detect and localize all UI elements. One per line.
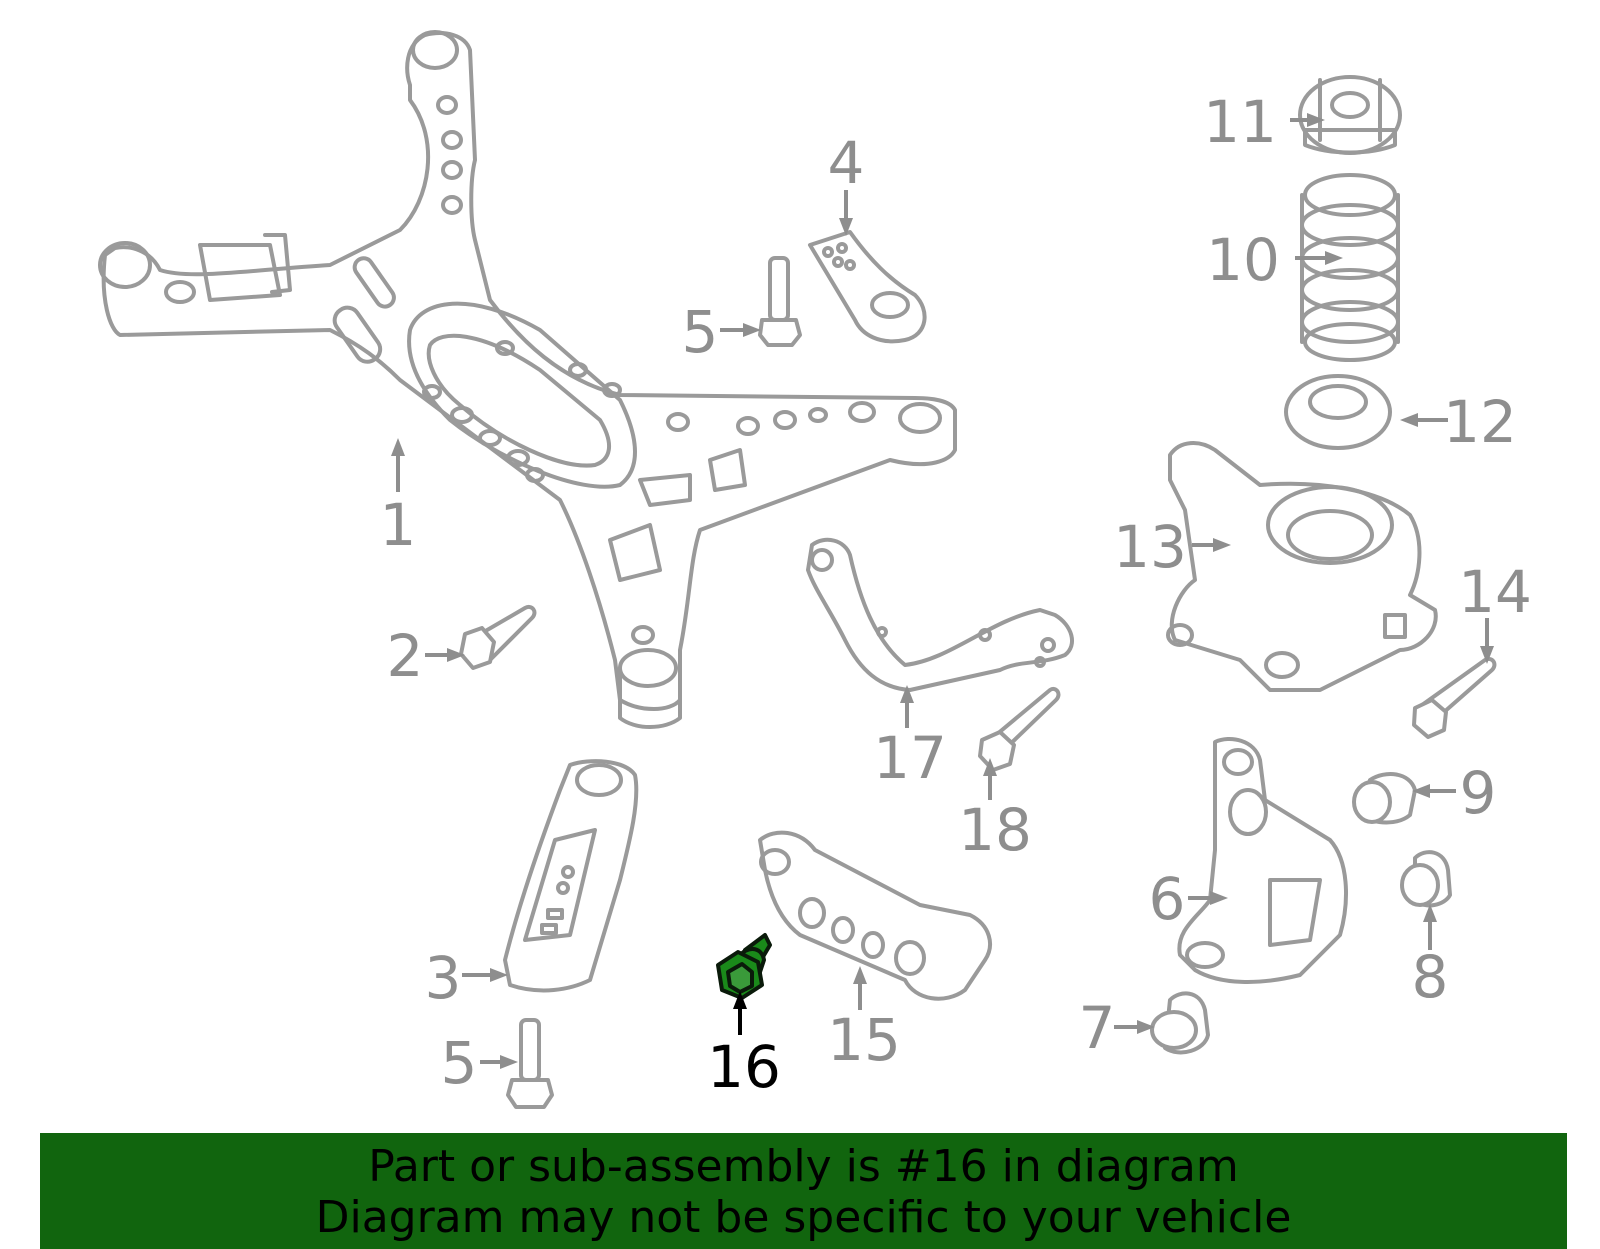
callout-15: 15 bbox=[827, 966, 901, 1074]
part-12-insulator bbox=[1284, 374, 1392, 450]
callout-label-12: 12 bbox=[1443, 388, 1517, 456]
info-banner: Part or sub-assembly is #16 in diagram D… bbox=[40, 1133, 1567, 1249]
callout-label-10: 10 bbox=[1206, 226, 1280, 294]
callout-label-14: 14 bbox=[1458, 558, 1532, 626]
part-16-bolt-highlighted bbox=[716, 933, 772, 1000]
callout-label-11: 11 bbox=[1203, 88, 1277, 156]
callout-3: 3 bbox=[425, 944, 508, 1012]
part-2-bolt bbox=[459, 605, 537, 670]
callout-10: 10 bbox=[1206, 226, 1343, 294]
callout-label-9: 9 bbox=[1460, 759, 1497, 827]
part-17-upper-arm bbox=[806, 537, 1075, 692]
part-18-bolt bbox=[978, 687, 1061, 772]
part-8-bushing bbox=[1400, 850, 1452, 908]
part-6-knuckle bbox=[1177, 737, 1348, 984]
banner-line-2: Diagram may not be specific to your vehi… bbox=[315, 1192, 1292, 1243]
part-10-spring bbox=[1300, 173, 1400, 362]
callout-12: 12 bbox=[1400, 388, 1517, 456]
callout-label-5b: 5 bbox=[441, 1029, 478, 1097]
callout-1: 1 bbox=[380, 438, 417, 559]
part-7-bushing bbox=[1150, 991, 1210, 1055]
callout-label-16: 16 bbox=[707, 1033, 781, 1101]
callout-2: 2 bbox=[387, 622, 465, 690]
banner-line-1: Part or sub-assembly is #16 in diagram bbox=[368, 1141, 1239, 1192]
part-1-crossmember bbox=[98, 30, 957, 729]
part-4-bracket bbox=[808, 230, 927, 344]
part-5-bolt-lower bbox=[506, 1018, 554, 1109]
callout-13: 13 bbox=[1113, 513, 1231, 581]
callout-label-6: 6 bbox=[1149, 865, 1186, 933]
callout-label-1: 1 bbox=[380, 491, 417, 559]
callout-label-13: 13 bbox=[1113, 513, 1187, 581]
callout-label-18: 18 bbox=[958, 796, 1032, 864]
callout-label-4: 4 bbox=[828, 129, 865, 197]
callout-14: 14 bbox=[1458, 558, 1532, 664]
part-13-carrier bbox=[1166, 441, 1438, 692]
callout-11: 11 bbox=[1203, 88, 1325, 156]
callout-18: 18 bbox=[958, 758, 1032, 864]
part-3-lower-arm bbox=[503, 759, 639, 993]
part-5-bolt-upper bbox=[758, 256, 802, 347]
callout-9: 9 bbox=[1412, 759, 1496, 827]
parts-diagram: 1 2 3 4 5 5 6 7 8 bbox=[98, 30, 1532, 1109]
callout-label-7: 7 bbox=[1079, 994, 1116, 1062]
callout-label-2: 2 bbox=[387, 622, 424, 690]
callout-5b: 5 bbox=[441, 1029, 518, 1097]
callout-label-17: 17 bbox=[873, 724, 947, 792]
callout-5a: 5 bbox=[682, 298, 761, 366]
callout-label-15: 15 bbox=[827, 1006, 901, 1074]
callout-label-5a: 5 bbox=[682, 298, 719, 366]
part-15-lower-arm bbox=[758, 830, 992, 1001]
part-11-spring-seat bbox=[1298, 75, 1402, 155]
callout-4: 4 bbox=[828, 129, 865, 236]
part-14-bolt bbox=[1412, 657, 1497, 739]
callout-7: 7 bbox=[1079, 994, 1155, 1062]
callout-8: 8 bbox=[1412, 904, 1449, 1011]
callout-17: 17 bbox=[873, 685, 947, 792]
callout-6: 6 bbox=[1149, 865, 1228, 933]
callout-label-8: 8 bbox=[1412, 943, 1449, 1011]
callout-label-3: 3 bbox=[425, 944, 462, 1012]
callout-16: 16 bbox=[707, 991, 781, 1101]
part-9-bushing bbox=[1352, 772, 1417, 825]
